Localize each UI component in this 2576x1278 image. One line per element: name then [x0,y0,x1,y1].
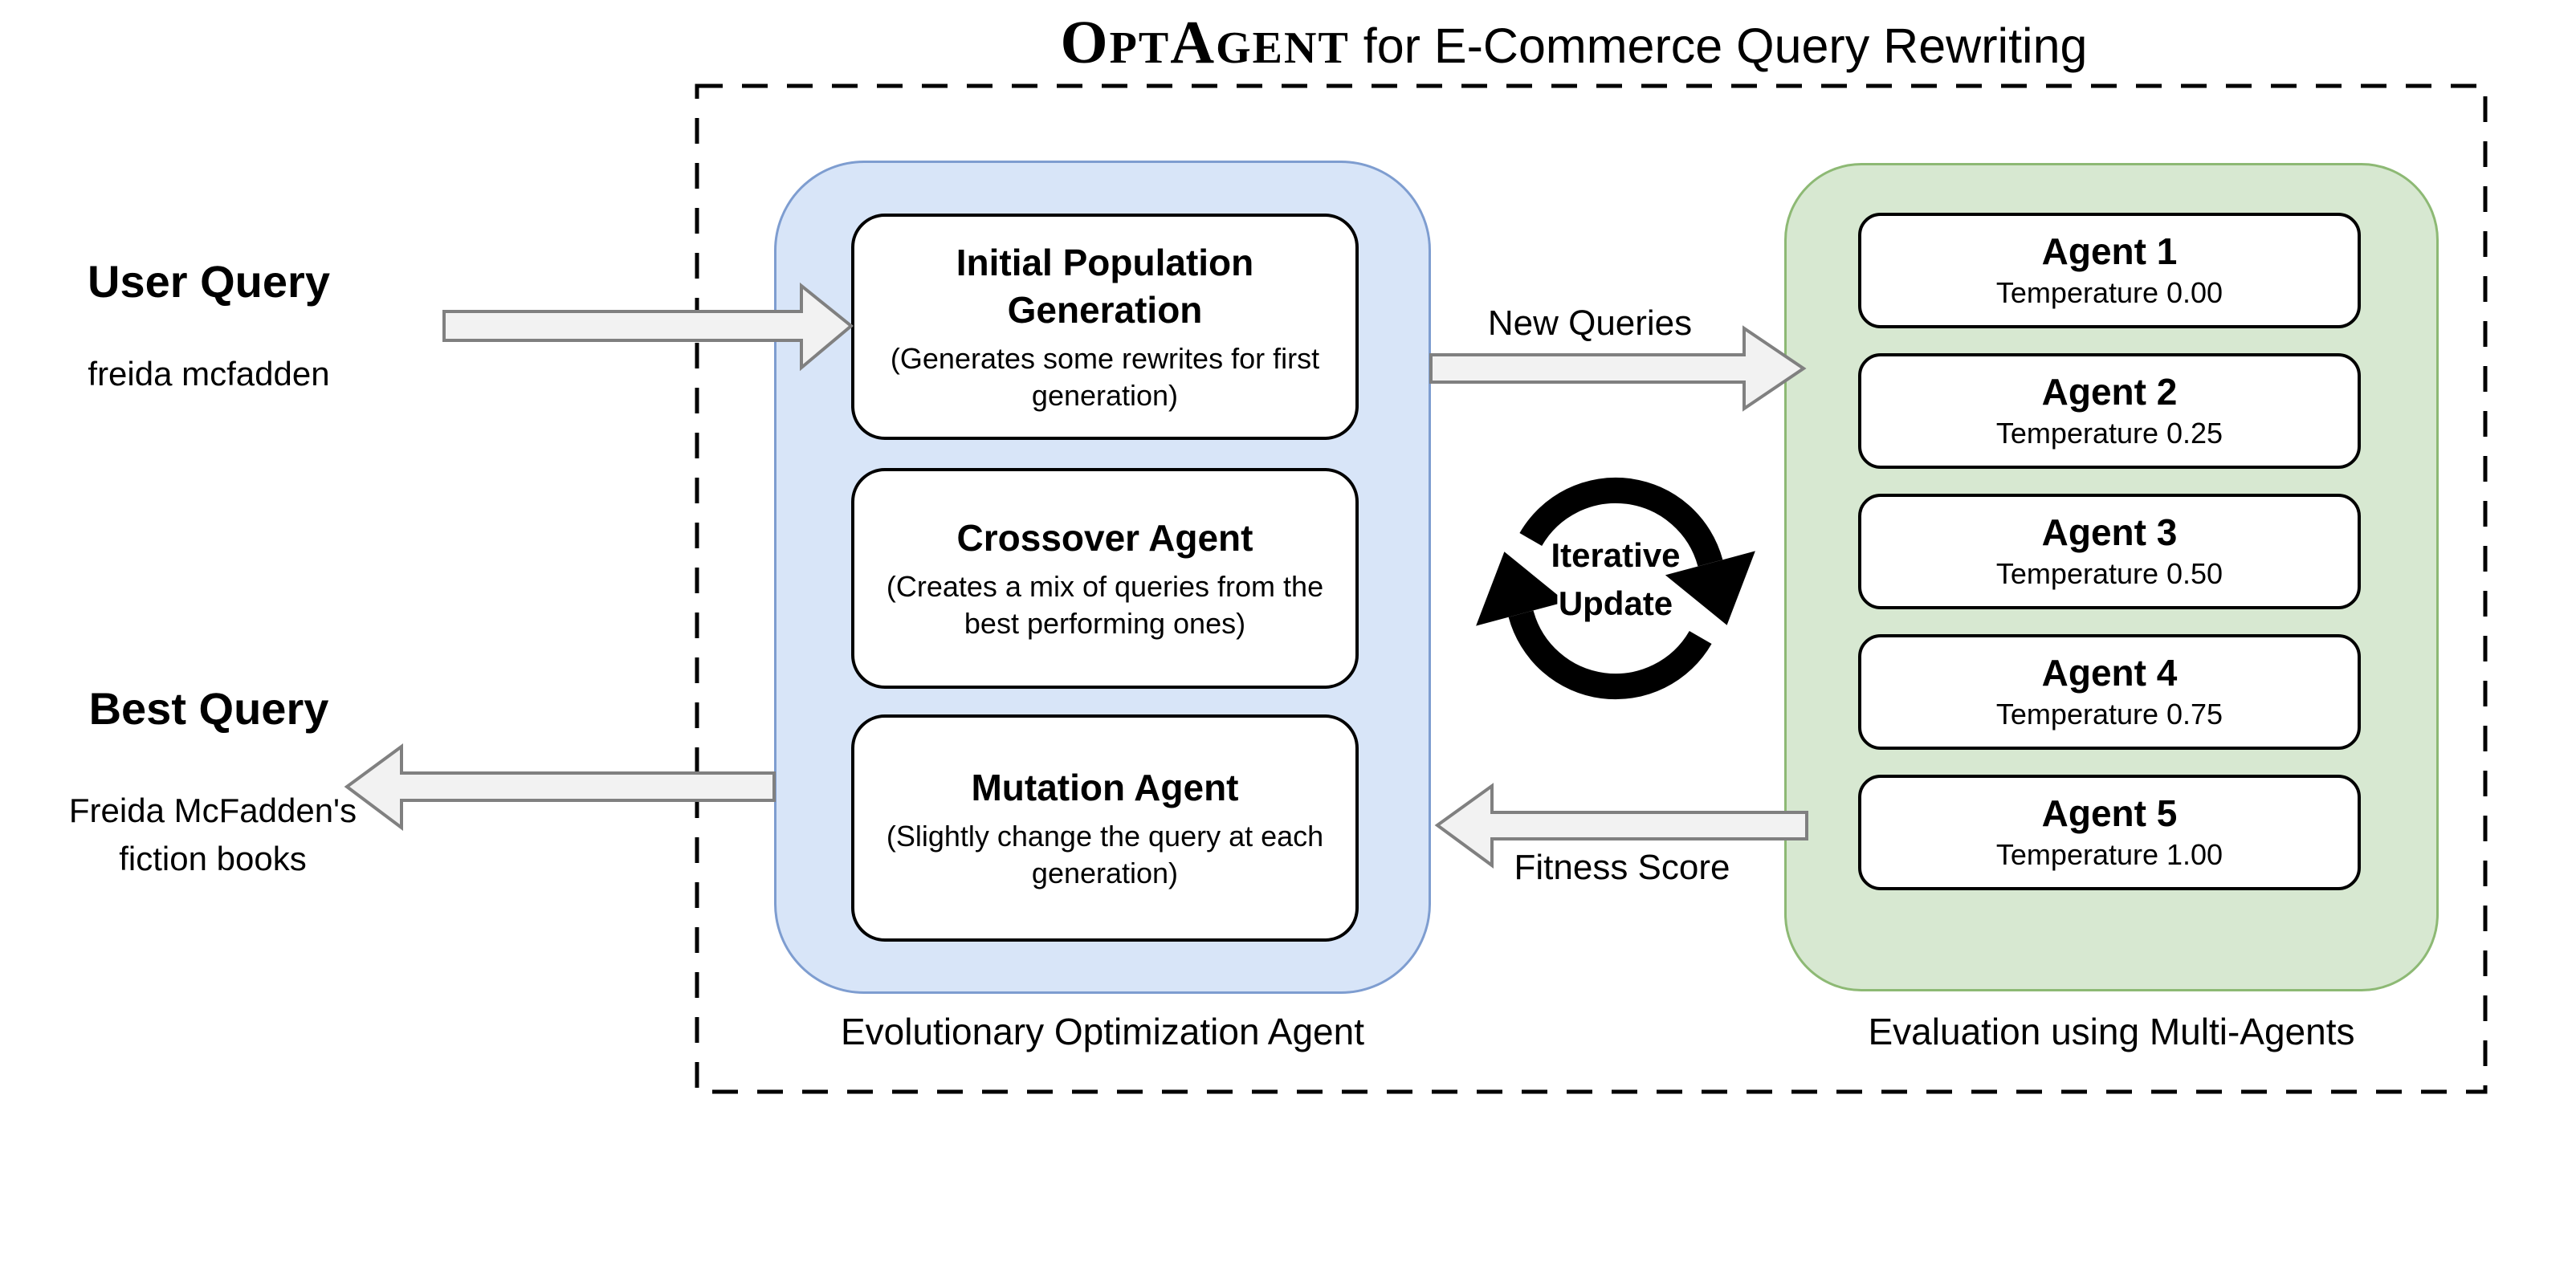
crossover-agent-card: Crossover Agent (Creates a mix of querie… [851,468,1359,689]
optagent-wordmark: OPTAGENT [1061,9,1350,76]
agent-name: Agent 1 [2041,230,2178,273]
agent-temperature: Temperature 0.50 [1995,557,2223,591]
iterative-update-line1: Iterative [1551,536,1681,574]
wordmark-letter: A [1170,9,1217,76]
fitness-score-label: Fitness Score [1514,848,1730,887]
agent-temperature: Temperature 0.25 [1995,417,2223,450]
card-title: Crossover Agent [956,516,1253,559]
mutation-agent-card: Mutation Agent (Slightly change the quer… [851,714,1359,942]
user-query-label: User Query [88,256,330,307]
iterative-update-label: Iterative Update [1495,531,1736,628]
agent-temperature: Temperature 0.00 [1995,276,2223,310]
agent-temperature: Temperature 0.75 [1995,698,2223,731]
agent-4-card: Agent 4 Temperature 0.75 [1858,634,2361,750]
agent-2-card: Agent 2 Temperature 0.25 [1858,353,2361,469]
best-query-value: Freida McFadden's fiction books [68,792,357,877]
agent-name: Agent 5 [2041,792,2178,835]
agent-name: Agent 2 [2041,371,2178,413]
card-title: Mutation Agent [971,766,1239,808]
card-subtitle: (Creates a mix of queries from the best … [886,569,1324,640]
initial-population-card: Initial Population Generation (Generates… [851,214,1359,440]
best-query-label: Best Query [88,683,329,734]
card-subtitle: (Slightly change the query at each gener… [886,819,1324,889]
user-query-value: freida mcfadden [88,355,330,393]
agent-1-card: Agent 1 Temperature 0.00 [1858,213,2361,328]
best-query-arrow [344,743,776,831]
wordmark-letter: O [1060,9,1110,76]
card-subtitle: (Generates some rewrites for first gener… [890,341,1320,412]
evaluation-caption: Evaluation using Multi-Agents [1868,1011,2355,1052]
title-text: for E-Commerce Query Rewriting [1349,18,2088,73]
wordmark-letters: GENT [1216,23,1350,73]
agent-name: Agent 3 [2041,511,2178,554]
agent-3-card: Agent 3 Temperature 0.50 [1858,494,2361,609]
iterative-update-line2: Update [1558,584,1673,622]
agent-temperature: Temperature 1.00 [1995,838,2223,872]
new-queries-label: New Queries [1487,303,1693,343]
agent-name: Agent 4 [2041,652,2178,694]
evolution-caption: Evolutionary Optimization Agent [840,1011,1365,1052]
wordmark-letters: PT [1109,23,1171,73]
diagram-title: OPTAGENT for E-Commerce Query Rewriting [683,8,2465,78]
agent-5-card: Agent 5 Temperature 1.00 [1858,775,2361,890]
card-title: Initial Population Generation [956,242,1254,331]
